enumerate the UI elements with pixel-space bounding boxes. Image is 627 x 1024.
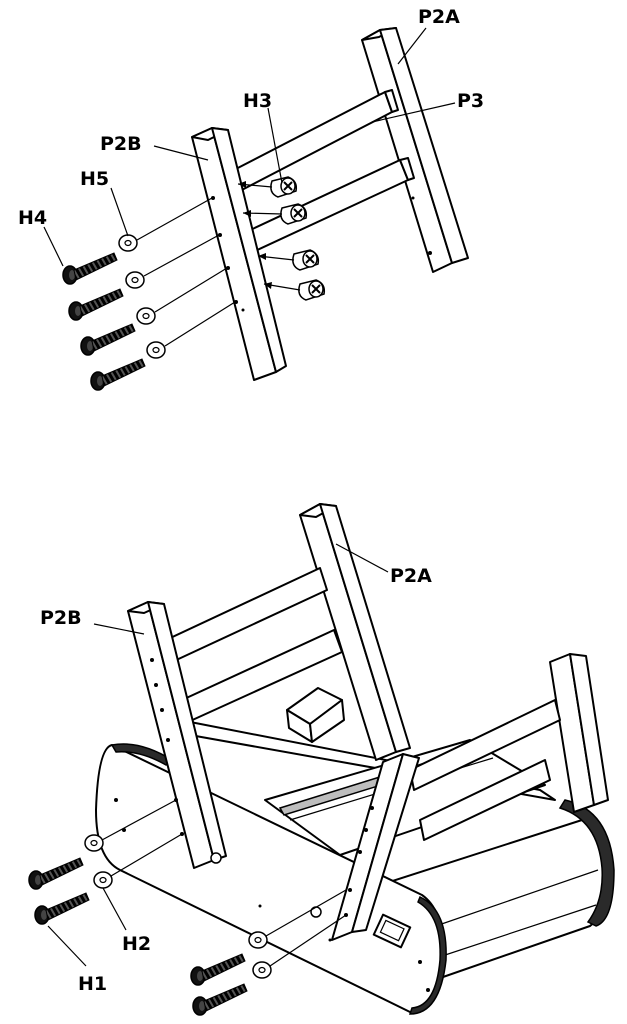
label-h3-top: H3	[243, 90, 272, 112]
label-p3-top: P3	[457, 90, 484, 112]
top-leader-lines	[43, 27, 456, 267]
cam-nuts-h3	[237, 176, 326, 301]
leg-p2a-top	[361, 27, 469, 273]
label-h2-bottom: H2	[122, 933, 151, 955]
rails-bottom-left	[165, 567, 343, 723]
label-p2a-top: P2A	[418, 6, 460, 28]
leg-p2b-top	[191, 127, 287, 381]
label-h4-top: H4	[18, 207, 47, 229]
label-h1-bottom: H1	[78, 973, 107, 995]
top-exploded-view: P2A P3 H3 P2B H5 H4	[18, 6, 484, 391]
bottom-assembly-view: P2A P2B H2 H1	[28, 503, 615, 1016]
leg-p2a-bottom	[299, 503, 411, 761]
bottom-leader-lines	[47, 543, 389, 967]
label-p2b-bottom: P2B	[40, 607, 82, 629]
rails-p3-top	[229, 89, 415, 253]
washers-h5	[118, 197, 236, 359]
label-p2b-top: P2B	[100, 133, 142, 155]
right-legs-and-rails	[409, 653, 609, 841]
label-h5-top: H5	[80, 168, 109, 190]
label-p2a-bottom: P2A	[390, 565, 432, 587]
washers-h2	[84, 799, 347, 979]
